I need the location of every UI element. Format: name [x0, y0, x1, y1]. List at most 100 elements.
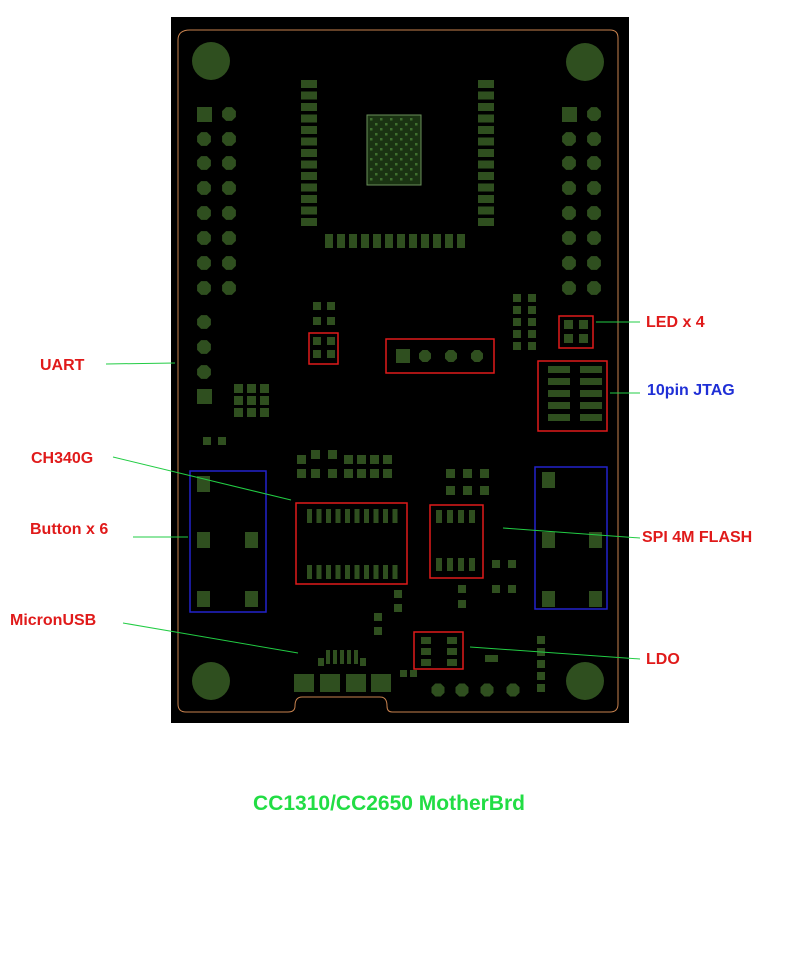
module-dot: [390, 168, 393, 171]
button-label: Button x 6: [30, 521, 109, 538]
jtag-pad: [580, 390, 602, 397]
uart-pin-square: [197, 389, 212, 404]
module-dot: [405, 133, 408, 136]
module-dot: [395, 153, 398, 156]
module-pad-right: [478, 103, 494, 111]
leader-lines: [105, 321, 641, 660]
header-pin: [197, 156, 211, 170]
module-dot: [375, 123, 378, 126]
chip-pin: [335, 565, 341, 579]
module-dot: [375, 153, 378, 156]
highlight-boxes-red: [295, 315, 608, 670]
led-highlight-small: [308, 332, 339, 365]
header-pin: [587, 107, 601, 121]
chip-pin: [373, 509, 379, 523]
module-dot: [410, 148, 413, 151]
bottom-pin: [506, 683, 520, 697]
module-dot: [390, 118, 393, 121]
module-pad-left: [301, 137, 317, 146]
module-pad-left: [301, 91, 317, 100]
module-dot: [375, 173, 378, 176]
chip-pin: [364, 509, 369, 523]
smd-pad: [383, 469, 392, 478]
module-dot: [400, 128, 403, 131]
module-dot: [415, 133, 418, 136]
smd-pad: [327, 317, 335, 325]
chip-pin: [307, 565, 312, 579]
module-dot: [405, 173, 408, 176]
flash-highlight: [429, 504, 484, 579]
module-dot: [405, 143, 408, 146]
module-dot: [370, 148, 373, 151]
module-dot: [370, 118, 373, 121]
smd-pad: [297, 455, 306, 464]
module-dot: [415, 173, 418, 176]
diagram-caption: CC1310/CC2650 MotherBrd: [253, 792, 525, 815]
module-dot: [385, 143, 388, 146]
spi-flash-chip: [436, 510, 475, 571]
module-dot: [380, 158, 383, 161]
smd-pad: [313, 317, 321, 325]
led-pad: [564, 334, 573, 343]
chip-pin: [373, 565, 379, 579]
module-pad-right: [478, 149, 494, 157]
smd-pad: [234, 396, 243, 405]
module-pad-right: [478, 172, 494, 180]
chip-pin: [316, 509, 322, 523]
module-dot: [410, 158, 413, 161]
button-right-highlight: [534, 466, 608, 610]
module-dot: [395, 123, 398, 126]
smd-pad: [492, 560, 500, 568]
ch340g-label: CH340G: [31, 450, 94, 467]
connector-pin: [471, 350, 483, 362]
smd-pad: [234, 408, 243, 417]
header-pin: [562, 281, 576, 295]
module-pad-bottom: [457, 234, 465, 248]
module-dot: [375, 163, 378, 166]
smd-pad: [357, 455, 366, 464]
jtag-pad: [548, 414, 570, 421]
module-pad-bottom: [433, 234, 441, 248]
module-pad-left: [301, 149, 317, 157]
module-dot: [415, 143, 418, 146]
smd-pad: [513, 294, 521, 302]
module-dot: [385, 133, 388, 136]
module-dot: [395, 173, 398, 176]
connector-pin: [445, 350, 457, 362]
header-pin: [222, 181, 236, 195]
button-pads: [197, 472, 602, 607]
module-dot: [370, 128, 373, 131]
led-pad: [564, 320, 573, 329]
jtag-pad: [580, 414, 602, 421]
chip-pin: [316, 565, 322, 579]
header-pin: [222, 231, 236, 245]
module-dot: [410, 128, 413, 131]
module-dot: [380, 178, 383, 181]
header-pin: [562, 132, 576, 146]
module-dot: [390, 138, 393, 141]
jtag-pad: [548, 378, 570, 385]
module-pad-left: [301, 103, 317, 111]
header-pin: [197, 231, 211, 245]
smd-pad: [528, 330, 536, 338]
module-pad-left: [301, 206, 317, 215]
module-dot: [410, 178, 413, 181]
smd-pad: [328, 450, 337, 459]
smd-pad: [357, 469, 366, 478]
module-dot: [395, 133, 398, 136]
smd-pad: [528, 318, 536, 326]
ldo-label: LDO: [646, 651, 680, 668]
smd-pad: [218, 437, 226, 445]
header-pin: [562, 156, 576, 170]
header-pin: [562, 231, 576, 245]
module-dot: [415, 153, 418, 156]
smd-pad: [513, 318, 521, 326]
smd-pad: [485, 655, 492, 662]
module-dot: [395, 163, 398, 166]
chip-pin: [458, 558, 464, 571]
module-pad-bottom: [325, 234, 333, 248]
header-pin: [587, 181, 601, 195]
smd-pad: [394, 590, 402, 598]
smd-pad: [374, 627, 382, 635]
smd-pad: [370, 469, 379, 478]
